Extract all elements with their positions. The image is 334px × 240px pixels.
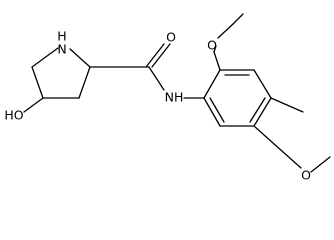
bond-aryl-inner-c6-c1 [209, 97, 225, 123]
bond-aryl-c1-c2 [203, 69, 221, 99]
bond-aryl-to-meta-oxygen [270, 97, 304, 113]
bond-aryl-c3-c4 [253, 69, 272, 99]
carboxamide-group [89, 43, 205, 99]
benzene-ring [203, 69, 272, 127]
bond-ortho-oxygen-to-methyl [217, 23, 234, 39]
chemical-structure-diagram: N H O NH HO O O [4, 13, 331, 183]
bond-c4-to-hydroxyl [23, 97, 44, 113]
meta-methoxy-oxygen-label: O [301, 168, 311, 183]
bond-aryl-c4-c5 [253, 97, 272, 127]
pyrrolidine-ring [31, 47, 91, 99]
bond-aryl-c5-to-meta-oxygen [253, 125, 302, 169]
bond-aryl-inner-c4-c5 [249, 97, 266, 123]
pyrrolidine-nitrogen-label: N [57, 42, 66, 57]
bond-ring-c3-to-c2 [78, 66, 91, 99]
bond-carbonyl-carbon-to-nh [148, 66, 165, 91]
bond-carbonyl-double-a [145, 43, 165, 68]
bond-ring-c2-to-nh [69, 48, 91, 68]
bond-carbonyl-double-b [151, 43, 171, 68]
bond-aryl-to-ortho-oxygen [213, 51, 221, 71]
bond-meta-oxygen-to-methyl [310, 156, 331, 173]
bond-aryl-c6-c1 [203, 97, 221, 127]
carbonyl-oxygen-label: O [166, 30, 176, 45]
amide-nh-label: NH [165, 90, 184, 105]
bond-ring-nh-to-c5 [31, 47, 59, 68]
ortho-methoxy-group [213, 23, 234, 71]
bond-ortho-oxygen-stub [213, 45, 217, 53]
bond-ring-c5-to-c4 [31, 66, 44, 99]
pyrrolidine-hydrogen-label: H [57, 29, 66, 44]
hydroxyl-label: HO [4, 108, 23, 123]
meta-methoxy-group [270, 97, 331, 173]
ortho-methoxy-oxygen-label: O [207, 38, 217, 53]
bond-ortho-methyl-extension [232, 13, 244, 25]
